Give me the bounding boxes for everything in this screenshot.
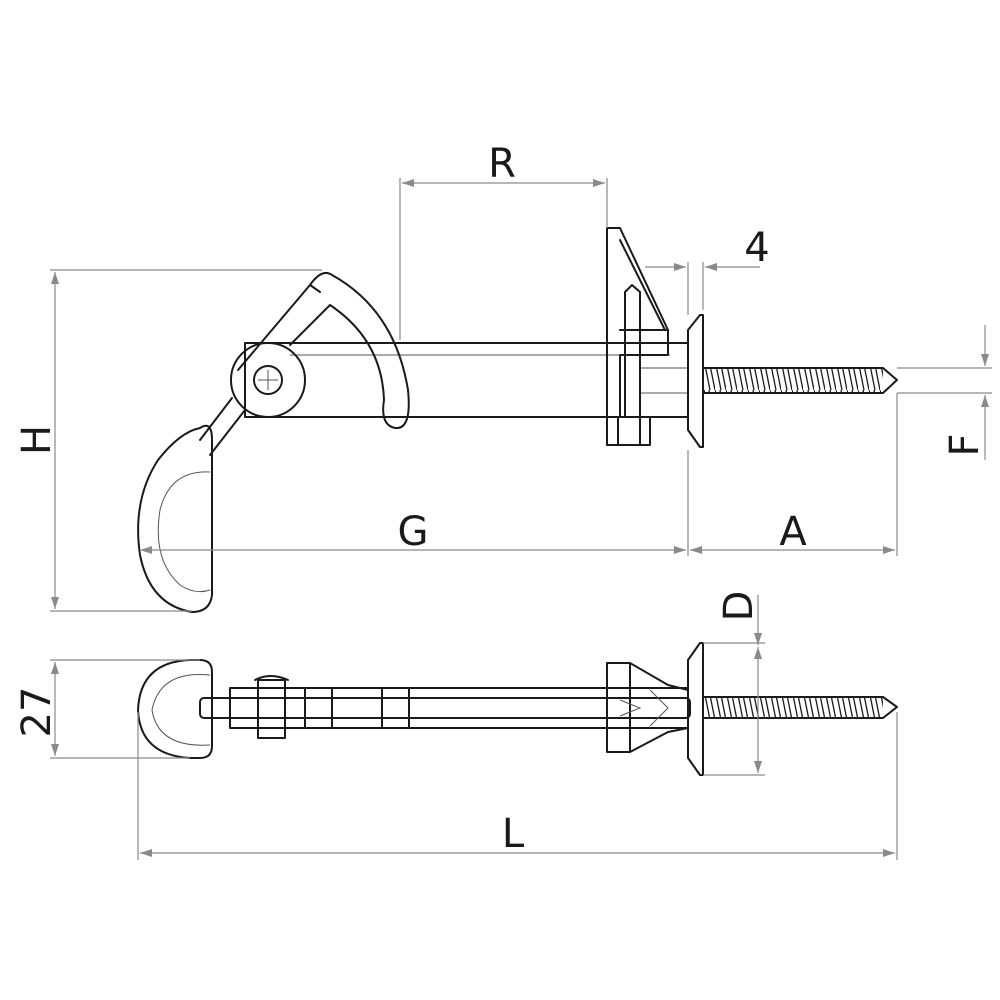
screw-top — [702, 696, 898, 719]
pivot-screw — [253, 365, 283, 395]
screw — [702, 367, 898, 394]
bracket — [606, 227, 669, 418]
label-27: 27 — [14, 687, 60, 738]
label-H: H — [14, 425, 60, 455]
handle — [137, 424, 213, 613]
label-R: R — [488, 141, 516, 187]
label-D: D — [716, 591, 762, 622]
pivot-boss — [230, 342, 306, 418]
nut — [606, 416, 651, 446]
lever-arm — [237, 272, 410, 430]
label-F: F — [942, 433, 988, 456]
label-G: G — [398, 509, 429, 555]
dimensions: H R 4 F G A D 27 — [14, 141, 992, 860]
top-view — [137, 642, 898, 776]
rod-housing — [229, 687, 689, 729]
label-L: L — [502, 811, 525, 857]
cone-anchor — [606, 662, 689, 753]
washer — [687, 314, 704, 448]
bolt-rod — [199, 697, 691, 719]
side-view — [137, 227, 898, 613]
label-4: 4 — [744, 225, 769, 271]
label-A: A — [779, 509, 807, 555]
